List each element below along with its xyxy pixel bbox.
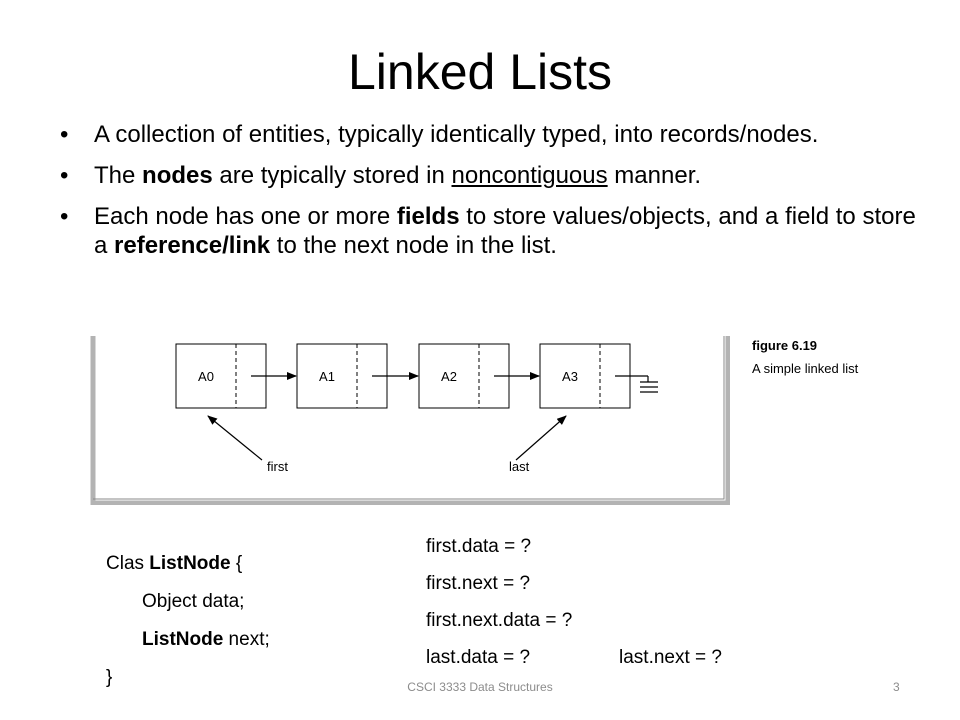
bullet-item: • The nodes are typically stored in nonc… [60,161,920,190]
bullet-text: are typically stored in [212,162,452,189]
node-label: A2 [441,369,457,384]
code-line: ListNode next; [142,629,270,650]
bullet-text: Each node has one or more [94,203,397,230]
question-line: first.next = ? [426,573,531,594]
last-label: last [509,459,530,474]
question-line: first.next.data = ? [426,610,573,631]
slide-title: Linked Lists [347,44,613,100]
bullet-text: to store values/objects, and a field to … [94,203,916,259]
linked-list-figure: A0 A1 A2 A3 first last [90,336,730,505]
code-line: Object data; [142,591,245,612]
figure-caption: A simple linked list [752,361,859,376]
question-inline: last.next = ? [619,647,722,668]
null-ground-icon [615,375,658,393]
bullet-bold: nodes [142,162,213,189]
code-line: Clas ListNode { [106,553,243,574]
node-label: A0 [198,369,214,384]
page-number: 3 [893,680,900,694]
question-block: first.data = ? first.next = ? first.next… [426,528,722,676]
code-block: Clas ListNode { Object data; ListNode ne… [106,545,270,697]
figure-frame-inner [93,336,725,500]
bullet-text: to the next node in the list. [270,232,557,259]
bullet-dot: • [60,162,69,189]
node-label: A3 [562,369,578,384]
bullet-bold: fields [396,203,460,230]
bullet-list: • A collection of entities, typically id… [60,120,920,272]
question-line: first.data = ? [426,536,532,557]
code-line: } [106,667,113,688]
first-label: first [267,459,288,474]
bullet-dot: • [60,203,69,230]
bullet-item: • A collection of entities, typically id… [60,120,920,149]
figure-frame [90,336,730,505]
bullet-dot: • [60,121,69,148]
last-pointer-arrow [515,415,567,461]
bullet-underline: noncontiguous [451,162,608,189]
bullet-text: manner. [607,162,702,189]
bullet-text: A collection of entities, typically iden… [94,121,819,148]
bullet-text: The [94,162,143,189]
slide-footer: CSCI 3333 Data Structures [407,680,553,694]
question-line: last.data = ?last.next = ? [426,639,722,676]
bullet-item: • Each node has one or more fields to st… [60,202,920,260]
figure-title: figure 6.19 [752,338,818,353]
first-pointer-arrow [207,415,263,461]
node-a2: A2 [418,343,510,409]
node-label: A1 [319,369,335,384]
bullet-bold: reference/link [114,232,271,259]
